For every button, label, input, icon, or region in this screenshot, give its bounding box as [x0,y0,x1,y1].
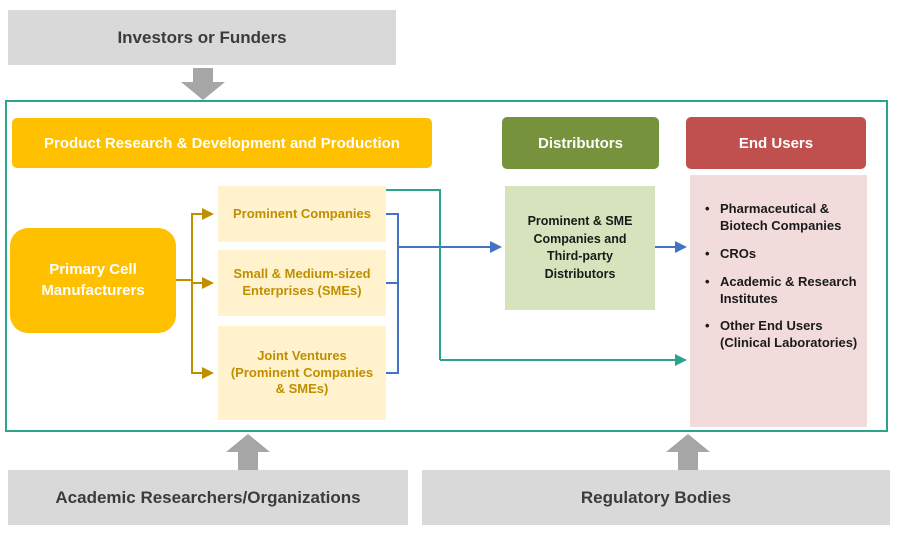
primary-cell-manufacturers-box: Primary Cell Manufacturers [10,228,176,333]
regulatory-bodies-box: Regulatory Bodies [422,470,890,525]
prominent-companies-box: Prominent Companies [218,186,386,242]
down-arrow-icon [181,68,225,100]
end-users-header: End Users [686,117,866,169]
investors-label: Investors or Funders [117,27,287,47]
arrow-shaft [678,452,698,470]
regulatory-bodies-label: Regulatory Bodies [580,487,732,507]
end-users-list: Pharmaceutical & Biotech Companies CROs … [690,175,867,352]
distributor-channel-box: Prominent & SME Companies and Third-part… [505,186,655,310]
end-users-header-label: End Users [738,134,814,152]
arrow-shaft [238,452,258,470]
up-arrow-icon [666,434,710,470]
investors-box: Investors or Funders [8,10,396,65]
academic-researchers-box: Academic Researchers/Organizations [8,470,408,525]
distributors-header-label: Distributors [537,134,623,152]
smes-box: Small & Medium-sized Enterprises (SMEs) [218,250,386,316]
end-users-box: Pharmaceutical & Biotech Companies CROs … [690,175,867,427]
up-arrow-icon [226,434,270,470]
prominent-companies-label: Prominent Companies [233,205,371,221]
rnd-production-header-label: Product Research & Development and Produ… [44,134,400,152]
arrow-head [181,82,225,100]
smes-label: Small & Medium-sized Enterprises (SMEs) [233,266,371,298]
distributor-channel-label: Prominent & SME Companies and Third-part… [527,214,633,281]
joint-ventures-box: Joint Ventures (Prominent Companies & SM… [218,326,386,420]
distributors-header: Distributors [502,117,659,169]
joint-ventures-label: Joint Ventures (Prominent Companies & SM… [230,347,374,397]
academic-researchers-label: Academic Researchers/Organizations [55,487,361,507]
rnd-production-header: Product Research & Development and Produ… [12,118,432,168]
end-user-item: CROs [705,246,859,263]
ecosystem-boundary [5,100,888,432]
arrow-shaft [193,68,213,82]
end-user-item: Academic & Research Institutes [705,274,859,308]
end-user-item: Other End Users (Clinical Laboratories) [705,318,859,352]
primary-cell-manufacturers-label: Primary Cell Manufacturers [41,261,145,299]
arrow-head [666,434,710,452]
arrow-head [226,434,270,452]
end-user-item: Pharmaceutical & Biotech Companies [705,201,859,235]
